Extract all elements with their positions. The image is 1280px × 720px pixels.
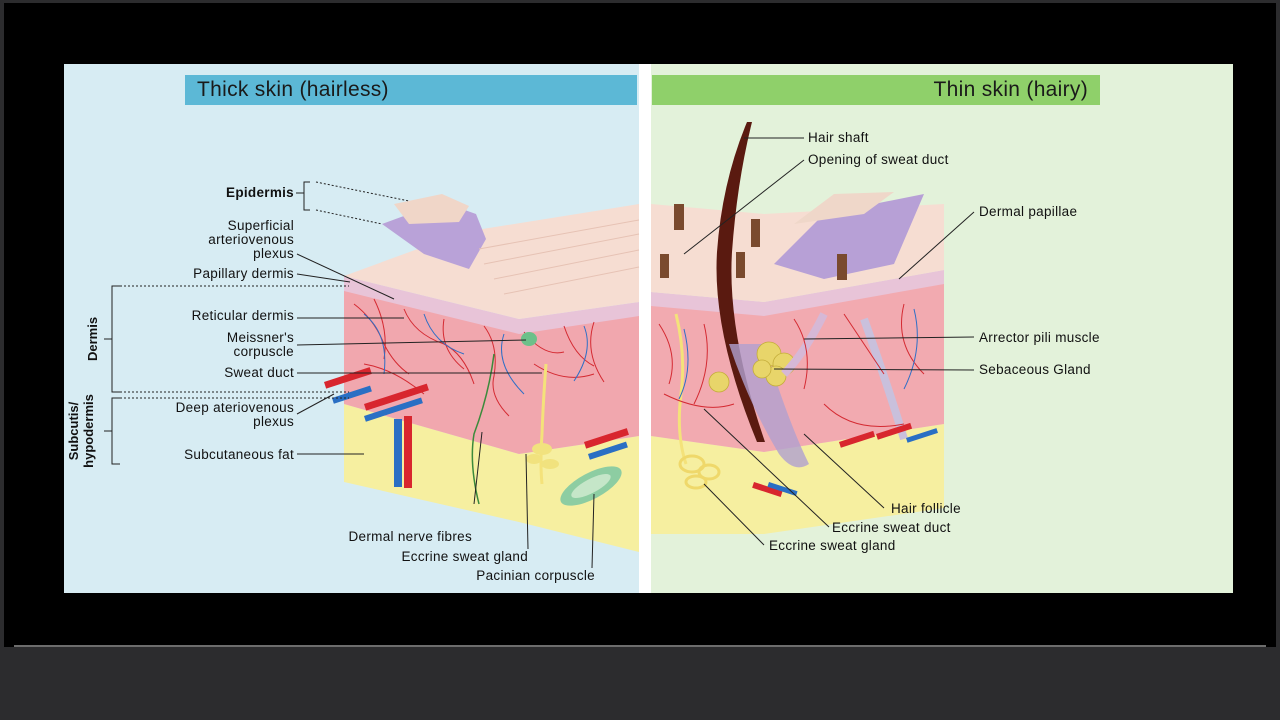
label-superficial-1: Superficial xyxy=(228,218,294,233)
label-subcutis-side: Subcutis/ xyxy=(66,401,81,460)
label-superficial-3: plexus xyxy=(253,246,294,261)
skin-diagram-slide: Thick skin (hairless) Thin skin (hairy) xyxy=(64,64,1233,593)
meissner-corpuscle xyxy=(521,332,537,346)
label-epidermis: Epidermis xyxy=(226,185,294,200)
label-opening-sweat-duct: Opening of sweat duct xyxy=(808,152,949,167)
label-deep-plexus-1: Deep ateriovenous xyxy=(176,400,294,415)
label-dermis-side: Dermis xyxy=(85,317,100,361)
label-sweat-duct: Sweat duct xyxy=(224,365,294,380)
label-sebaceous-gland: Sebaceous Gland xyxy=(979,362,1091,377)
label-eccrine-gland-left: Eccrine sweat gland xyxy=(401,549,528,564)
label-dermal-papillae: Dermal papillae xyxy=(979,204,1077,219)
vertical-vein xyxy=(394,419,402,487)
label-eccrine-duct: Eccrine sweat duct xyxy=(832,520,951,535)
label-dermal-nerve: Dermal nerve fibres xyxy=(349,529,473,544)
label-meissner-2: corpuscle xyxy=(234,344,294,359)
label-papillary-dermis: Papillary dermis xyxy=(193,266,294,281)
label-pacinian: Pacinian corpuscle xyxy=(476,568,595,583)
label-hypodermis-side: hypodermis xyxy=(81,394,96,468)
label-superficial-2: arteriovenous xyxy=(208,232,294,247)
viewport-edge xyxy=(14,645,1266,647)
label-meissner-1: Meissner's xyxy=(227,330,294,345)
label-deep-plexus-2: plexus xyxy=(253,414,294,429)
label-arrector-pili: Arrector pili muscle xyxy=(979,330,1100,345)
vertical-artery xyxy=(404,416,412,488)
label-reticular-dermis: Reticular dermis xyxy=(192,308,294,323)
label-hair-shaft: Hair shaft xyxy=(808,130,869,145)
thin-skin-block xyxy=(651,122,944,534)
label-hair-follicle: Hair follicle xyxy=(891,501,961,516)
label-eccrine-gland-right: Eccrine sweat gland xyxy=(769,538,896,553)
skin-illustration: Epidermis Superficial arteriovenous plex… xyxy=(64,64,1233,593)
label-subcutaneous-fat: Subcutaneous fat xyxy=(184,447,294,462)
